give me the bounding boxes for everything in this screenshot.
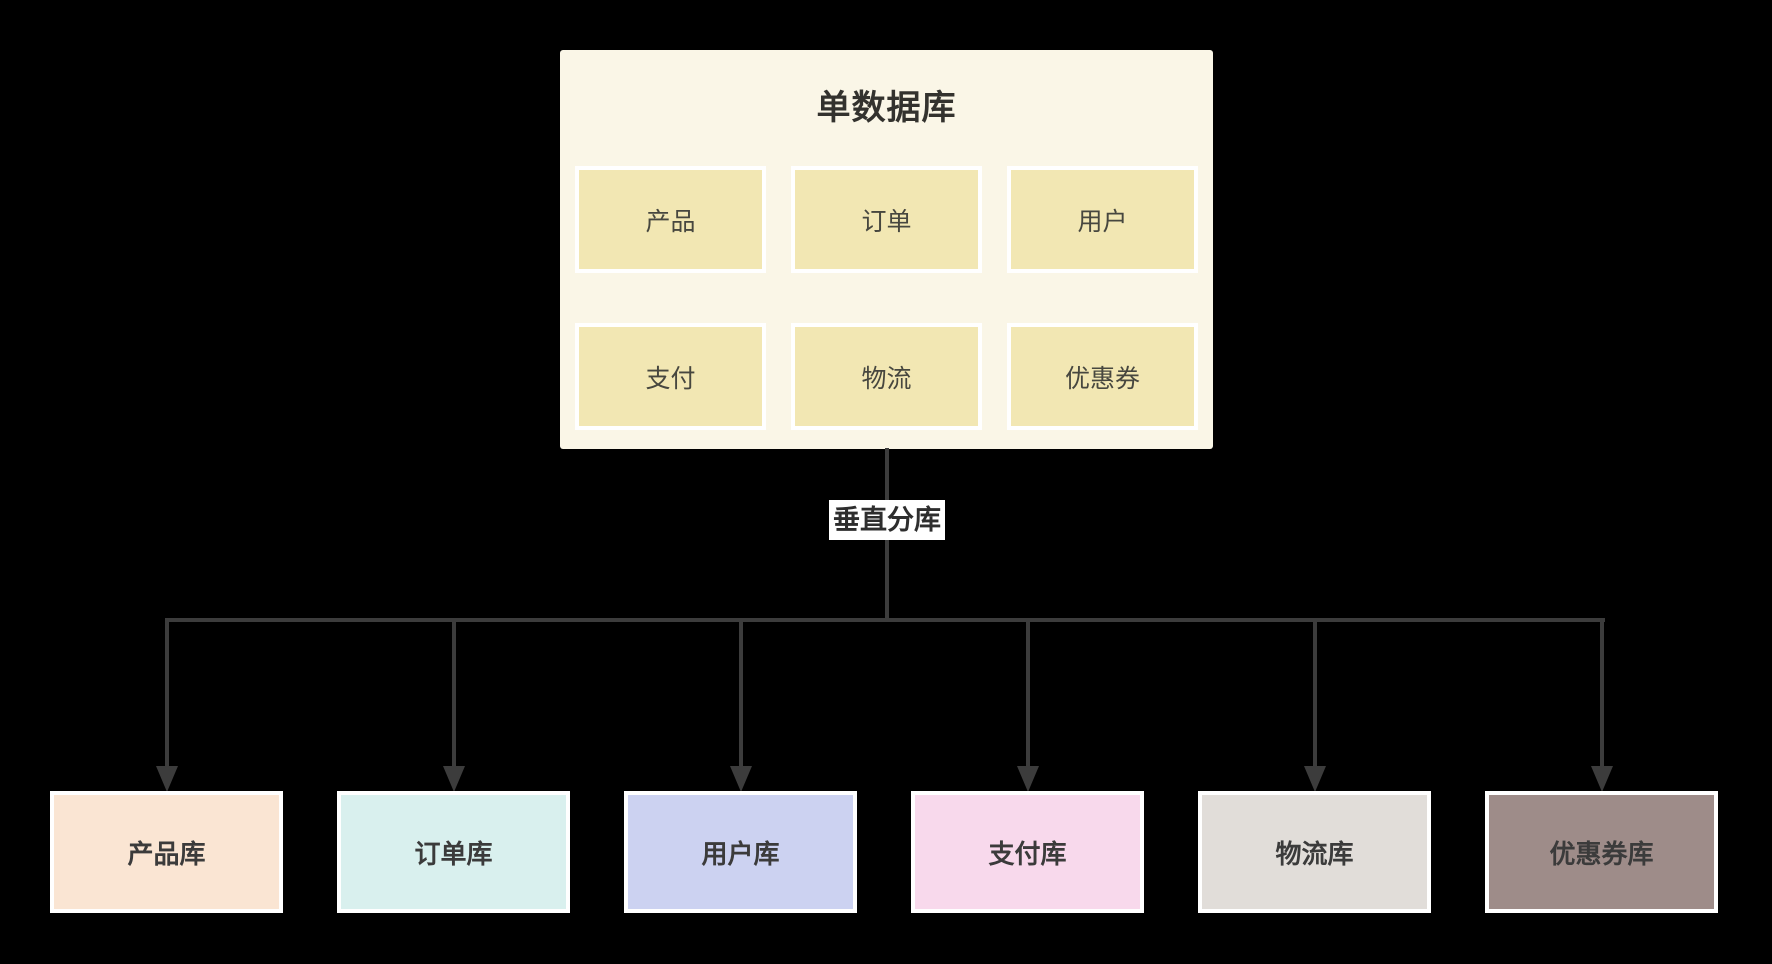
shard-box-coupon: 优惠券库 xyxy=(1485,791,1718,913)
arrow-shaft xyxy=(451,618,456,770)
branch-horizontal-line xyxy=(165,618,1605,622)
arrow-shaft xyxy=(1025,618,1030,770)
arrowhead-down-icon xyxy=(155,766,178,792)
arrowhead-down-icon xyxy=(729,766,752,792)
shard-box-payment: 支付库 xyxy=(911,791,1144,913)
db-table-order: 订单 xyxy=(791,166,982,273)
arrowhead-down-icon xyxy=(1303,766,1326,792)
arrow-shaft xyxy=(738,618,743,770)
arrow-shaft xyxy=(164,618,169,770)
db-table-user: 用户 xyxy=(1007,166,1198,273)
arrowhead-down-icon xyxy=(442,766,465,792)
arrowhead-down-icon xyxy=(1016,766,1039,792)
shard-box-product: 产品库 xyxy=(50,791,283,913)
db-table-product: 产品 xyxy=(575,166,766,273)
db-table-payment: 支付 xyxy=(575,323,766,430)
db-table-row-2: 支付 物流 优惠券 xyxy=(560,323,1213,430)
shard-box-logistics: 物流库 xyxy=(1198,791,1431,913)
db-table-logistics: 物流 xyxy=(791,323,982,430)
single-database-box: 单数据库 产品 订单 用户 支付 物流 优惠券 xyxy=(560,50,1213,449)
single-database-title: 单数据库 xyxy=(816,89,957,127)
arrow-shaft xyxy=(1599,618,1604,770)
shard-box-order: 订单库 xyxy=(337,791,570,913)
shard-box-user: 用户库 xyxy=(624,791,857,913)
db-table-coupon: 优惠券 xyxy=(1007,323,1198,430)
vertical-split-label: 垂直分库 xyxy=(829,500,945,541)
arrow-shaft xyxy=(1312,618,1317,770)
arrowhead-down-icon xyxy=(1590,766,1613,792)
db-table-row-1: 产品 订单 用户 xyxy=(560,166,1213,273)
